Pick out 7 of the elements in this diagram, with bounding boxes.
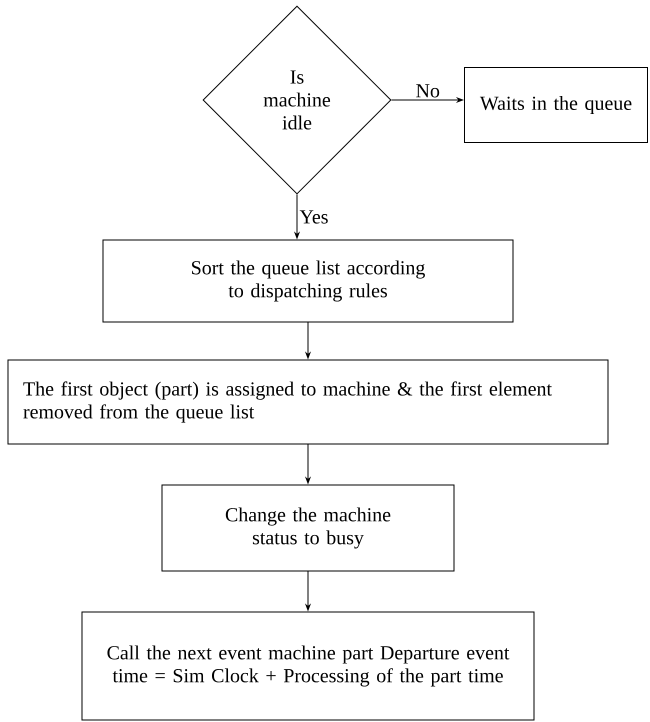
edge-label: Yes xyxy=(298,208,330,226)
process-box: The first object (part) is assigned to machine & the first element removed from the queue list xyxy=(8,360,608,444)
process-box: Change the machine status to busy xyxy=(162,484,454,572)
process-box: Waits in the queue xyxy=(464,67,648,143)
process-box: Call the next event machine part Departure event time = Sim Clock + Processing of the part time xyxy=(82,612,534,720)
edge-label: No xyxy=(414,82,442,100)
process-box: Sort the queue list according to dispatching rules xyxy=(102,240,514,322)
